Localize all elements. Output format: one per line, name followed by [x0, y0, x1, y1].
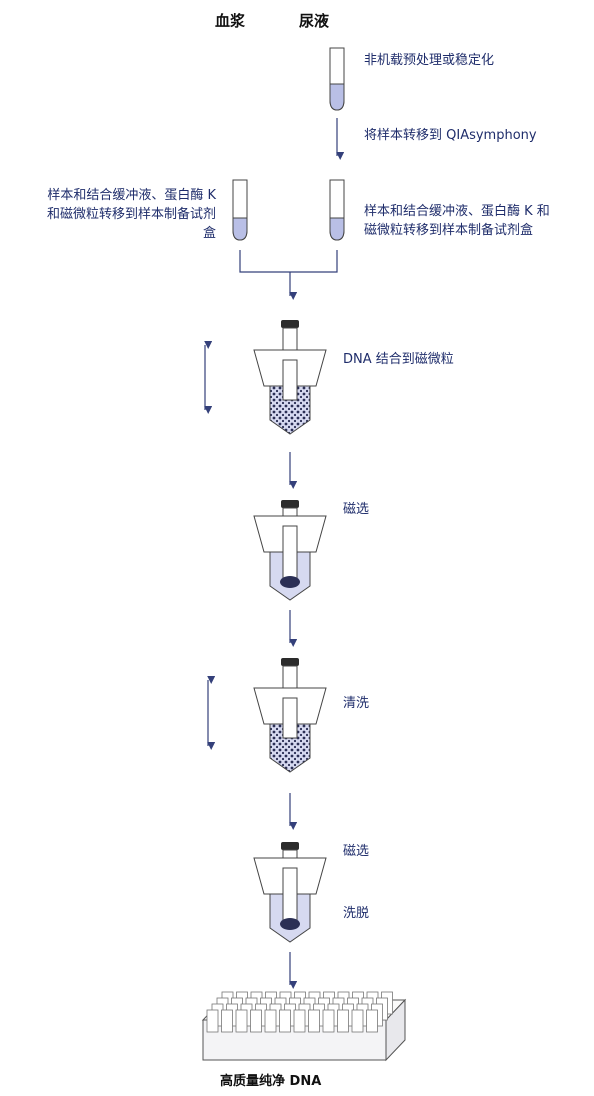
right-load-line2: 磁微粒转移到样本制备试剂盒 — [364, 223, 534, 238]
rack-tube — [235, 1009, 248, 1033]
urine-tube-2-icon — [329, 179, 345, 241]
left-load-line3: 盒 — [202, 226, 216, 241]
step-magsep2-label: 磁选 — [343, 844, 370, 859]
result-label: 高质量纯净 DNA — [220, 1074, 322, 1089]
step-left-load-label: 样本和结合缓冲液、蛋白酶 K 和磁微粒转移到样本制备试剂 盒 — [8, 186, 216, 243]
merge-connector — [239, 250, 338, 273]
step-elute-label: 洗脱 — [343, 906, 370, 921]
header-plasma: 血浆 — [215, 12, 246, 30]
rack-tube — [221, 1009, 233, 1033]
rack-tube — [250, 1009, 262, 1033]
step-pretreat-label: 非机载预处理或稳定化 — [364, 53, 495, 68]
step-right-load-label: 样本和结合缓冲液、蛋白酶 K 和 磁微粒转移到样本制备试剂盒 — [364, 202, 550, 240]
left-load-line2: 和磁微粒转移到样本制备试剂 — [46, 207, 216, 222]
plasma-tube-icon — [232, 179, 248, 241]
rack-tube — [264, 1009, 277, 1033]
left-load-line1: 样本和结合缓冲液、蛋白酶 K — [47, 188, 216, 203]
right-load-line1: 样本和结合缓冲液、蛋白酶 K 和 — [364, 204, 550, 219]
rack-tube — [366, 1009, 378, 1033]
step-bind-label: DNA 结合到磁微粒 — [343, 352, 454, 367]
rack-tube — [322, 1009, 335, 1033]
rack-tube — [206, 1009, 219, 1033]
rack-tube — [308, 1009, 320, 1033]
step-magsep1-label: 磁选 — [343, 502, 370, 517]
tip-assembly-elute-icon — [253, 842, 327, 943]
rack-tube — [351, 1009, 364, 1033]
rack-tube — [279, 1009, 291, 1033]
tip-assembly-magsep1-icon — [253, 500, 327, 601]
rack-tube — [337, 1009, 349, 1033]
tip-assembly-wash-icon — [253, 658, 327, 773]
header-urine: 尿液 — [299, 12, 330, 30]
urine-tube-icon — [329, 47, 345, 111]
step-transfer-label: 将样本转移到 QIAsymphony — [364, 128, 537, 143]
tube-rack-icon — [201, 991, 407, 1062]
step-wash-label: 清洗 — [343, 696, 370, 711]
rack-tube — [293, 1009, 306, 1033]
tip-assembly-bind-icon — [253, 320, 327, 435]
rack-tubes — [206, 991, 393, 1033]
